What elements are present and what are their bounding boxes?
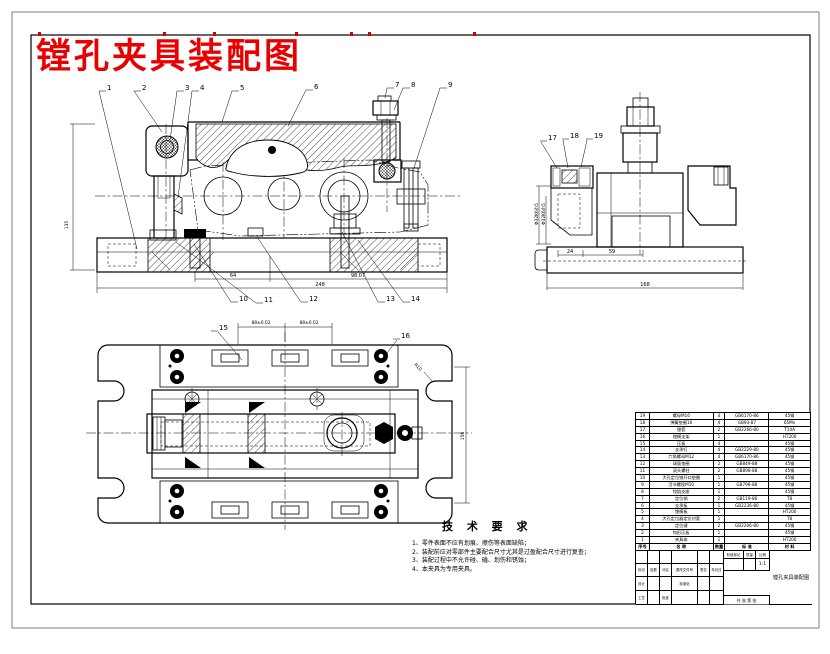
sheet-border (11, 11, 820, 629)
balloon-6: 6 (314, 83, 319, 91)
tech-req-heading: 技 术 要 求 (442, 520, 533, 533)
front-view: 1 2 3 4 5 6 7 8 9 10 11 12 13 14 135 (64, 81, 460, 304)
balloon-9: 9 (448, 81, 452, 89)
dim-plan-radius: R10 (413, 362, 423, 372)
tb-label-date: 年月日 (710, 564, 724, 577)
dim-side-fit1: Φ32K6/h5 (534, 203, 540, 225)
tech-req-item: 2、装配前应对零部件主要配合尺寸尤其是过盈配合尺寸进行复查； (412, 548, 590, 556)
balloon-13: 13 (386, 295, 395, 303)
plan-view: 15 16 88±0.02 88±0.02 156 R10 (86, 320, 472, 530)
plan-dimensions: 88±0.02 88±0.02 156 R10 (237, 320, 470, 504)
front-dimensions: 135 64 98.07 248 (64, 123, 448, 293)
dim-plan-t2: 88±0.02 (299, 320, 318, 326)
tb-label-design: 设计 (636, 577, 648, 591)
tb-label-mass: 质量 (744, 551, 756, 559)
side-dimensions: 24 59 168 Φ32K6/h5 Φ32K6/h5 (534, 185, 744, 290)
balloon-1: 1 (107, 84, 111, 92)
tech-req-item: 4、本夹具为专用夹具。 (412, 565, 476, 573)
title-block-scale-area: 阶段标记 质量 比例 1:1 共 张 第 张 (724, 551, 770, 605)
side-view: 17 18 19 24 59 168 Φ32K6/h5 Φ32K6/h5 (534, 92, 747, 290)
dim-front-b2: 98.07 (351, 273, 365, 279)
tech-req-item: 3、装配过程中不允许碰、磕、划伤和锈蚀； (412, 557, 530, 565)
dim-front-b3: 248 (315, 282, 325, 288)
side-balloons: 17 18 19 (540, 132, 603, 169)
tb-label-stage: 阶段标记 (724, 551, 744, 559)
balloon-4: 4 (200, 84, 205, 92)
tb-label-mark: 标记 (636, 564, 648, 577)
dim-front-height: 135 (64, 221, 70, 230)
balloon-19: 19 (594, 132, 603, 140)
balloon-8: 8 (411, 81, 415, 89)
plan-balloons: 15 16 (211, 324, 410, 361)
balloon-12: 12 (309, 295, 318, 303)
balloon-11: 11 (264, 296, 273, 304)
tb-label-scale: 比例 (756, 551, 770, 559)
front-balloons-bottom: 10 11 12 13 14 (175, 231, 420, 304)
front-balloons-top: 1 2 3 4 5 6 7 8 9 (98, 81, 452, 250)
balloon-17: 17 (548, 134, 557, 142)
tb-label-zone: 分区 (660, 564, 672, 577)
dim-side-fit2: Φ32K6/h5 (541, 203, 547, 225)
balloon-16: 16 (401, 332, 410, 340)
tb-label-standard: 标准化 (672, 577, 698, 591)
dim-side-b1: 24 (567, 249, 573, 255)
balloon-18: 18 (570, 132, 579, 140)
technical-requirements: 技 术 要 求 1、零件表面不应有划痕、擦伤等表面缺陷； 2、装配前应对零部件主… (412, 518, 617, 574)
tb-drawing-name: 镗孔夹具装配图 (770, 551, 812, 605)
balloon-2: 2 (142, 84, 146, 92)
balloon-7: 7 (395, 81, 399, 89)
tb-scale-value: 1:1 (756, 559, 770, 571)
dim-side-b3: 168 (640, 282, 650, 288)
dim-side-b2: 59 (609, 249, 615, 255)
tech-req-item: 1、零件表面不应有划痕、擦伤等表面缺陷； (412, 540, 530, 547)
balloon-15: 15 (219, 324, 228, 332)
dim-plan-t1: 88±0.02 (251, 320, 270, 326)
balloon-14: 14 (411, 295, 420, 303)
tb-label-count: 处数 (648, 564, 660, 577)
balloon-5: 5 (240, 84, 244, 92)
tb-label-sign: 签名 (698, 564, 710, 577)
balloon-10: 10 (239, 295, 248, 303)
title-block: 标记 处数 分区 更改文件号 签名 年月日 设计 标准化 工艺 批准 阶段标记 … (635, 550, 812, 605)
balloon-3: 3 (185, 84, 189, 92)
tb-label-docno: 更改文件号 (672, 564, 698, 577)
red-tick-marks (38, 32, 476, 36)
title-block-revision-grid: 标记 处数 分区 更改文件号 签名 年月日 设计 标准化 工艺 批准 (636, 551, 724, 605)
page-title: 镗孔夹具装配图 (36, 36, 303, 77)
tb-label-approve: 批准 (660, 591, 672, 605)
dim-front-b1: 64 (230, 273, 236, 279)
dim-plan-right: 156 (460, 432, 466, 441)
tb-sheet-count: 共 张 第 张 (724, 595, 770, 605)
tb-label-process: 工艺 (636, 591, 648, 605)
